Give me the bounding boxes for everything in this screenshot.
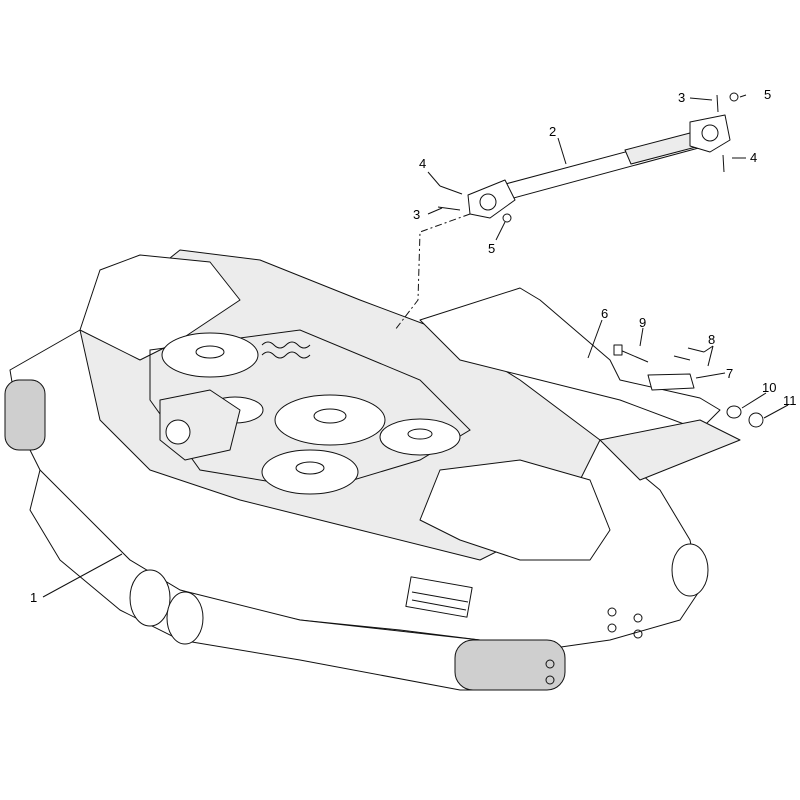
deck-vent-grill <box>405 576 473 618</box>
callout-5-lower: 5 <box>488 241 495 256</box>
leader-lines <box>42 94 789 598</box>
callout-2: 2 <box>549 124 556 139</box>
deck-pulleys-and-belt <box>149 329 471 495</box>
callout-6: 6 <box>601 306 608 321</box>
chute-bracket-assembly <box>419 287 764 481</box>
callout-3-upper: 3 <box>678 90 685 105</box>
callout-4-lower: 4 <box>419 156 426 171</box>
callout-4-upper: 4 <box>750 150 757 165</box>
callout-5-upper: 5 <box>764 87 771 102</box>
callout-10: 10 <box>762 380 776 395</box>
callout-11: 11 <box>783 393 797 408</box>
callout-1: 1 <box>30 590 37 605</box>
drive-shaft-assembly <box>394 92 739 331</box>
callout-8: 8 <box>708 332 715 347</box>
callout-7: 7 <box>726 366 733 381</box>
callout-3-lower: 3 <box>413 207 420 222</box>
callout-labels: 1 2 3 3 4 4 5 5 6 7 8 9 10 11 <box>30 87 797 605</box>
callout-9: 9 <box>639 315 646 330</box>
